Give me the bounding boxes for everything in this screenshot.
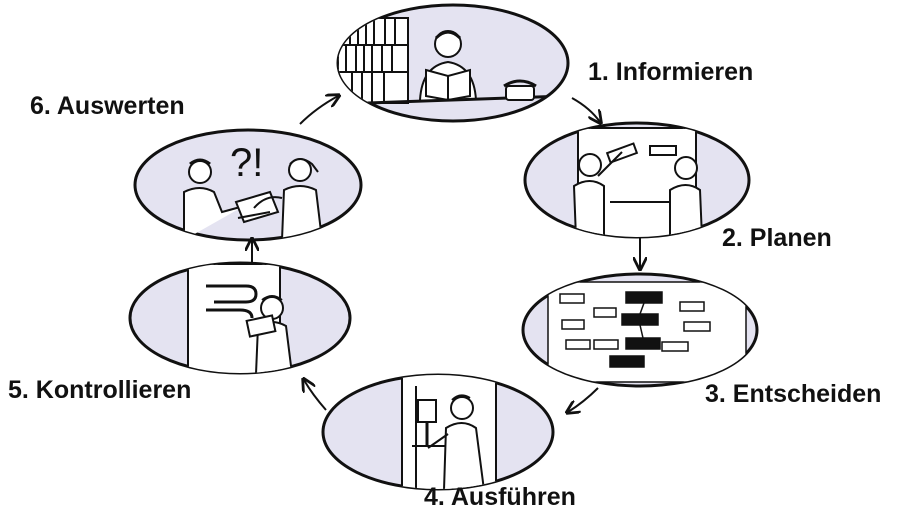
telephone <box>503 79 537 101</box>
arrow-3-to-4 <box>568 387 599 412</box>
cycle-arrows <box>252 96 640 412</box>
person-boy <box>183 158 245 240</box>
arrow-4-to-5 <box>304 380 327 411</box>
person-right <box>669 156 703 237</box>
step-label-entscheiden: 3. Entscheiden <box>705 380 882 408</box>
bookshelf <box>338 17 409 104</box>
scene-planen <box>523 121 751 239</box>
step-label-kontrollieren: 5. Kontrollieren <box>8 376 192 404</box>
scene-kontrollieren <box>128 261 352 375</box>
scene-ausfuehren <box>321 373 555 491</box>
work-piece <box>234 190 283 224</box>
arrow-6-to-1 <box>299 96 338 125</box>
step-label-ausfuehren: 4. Ausführen <box>424 483 576 511</box>
step-label-informieren: 1. Informieren <box>588 58 754 86</box>
scene-informieren <box>336 3 570 123</box>
step-label-auswerten: 6. Auswerten <box>30 92 185 120</box>
inspector <box>245 295 293 373</box>
scene-entscheiden <box>521 272 759 388</box>
worker <box>427 394 485 489</box>
person-girl <box>281 158 323 240</box>
arrow-1-to-2 <box>571 97 600 122</box>
open-book <box>425 68 471 102</box>
scene-auswerten: ?! <box>133 128 363 242</box>
person-left <box>572 151 623 237</box>
step-label-planen: 2. Planen <box>722 224 832 252</box>
svg-text:?!: ?! <box>230 141 263 185</box>
